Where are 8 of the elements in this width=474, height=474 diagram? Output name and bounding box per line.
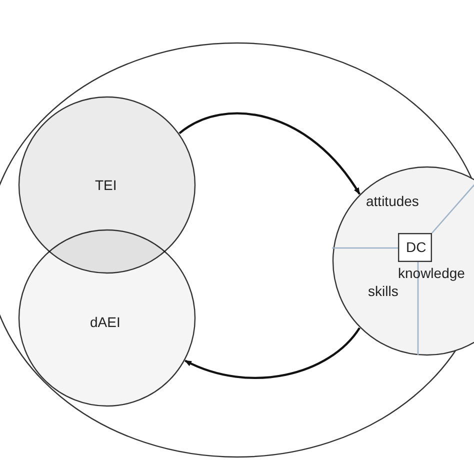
box-label: DC bbox=[406, 240, 426, 254]
node-label: knowledge bbox=[398, 266, 465, 280]
node-label: TEI bbox=[95, 178, 117, 192]
curved-arrow bbox=[178, 112, 360, 195]
node-label: dAEI bbox=[90, 315, 120, 329]
node-label: skills bbox=[368, 284, 398, 298]
node-label: attitudes bbox=[366, 194, 419, 208]
curved-arrow bbox=[184, 327, 360, 379]
